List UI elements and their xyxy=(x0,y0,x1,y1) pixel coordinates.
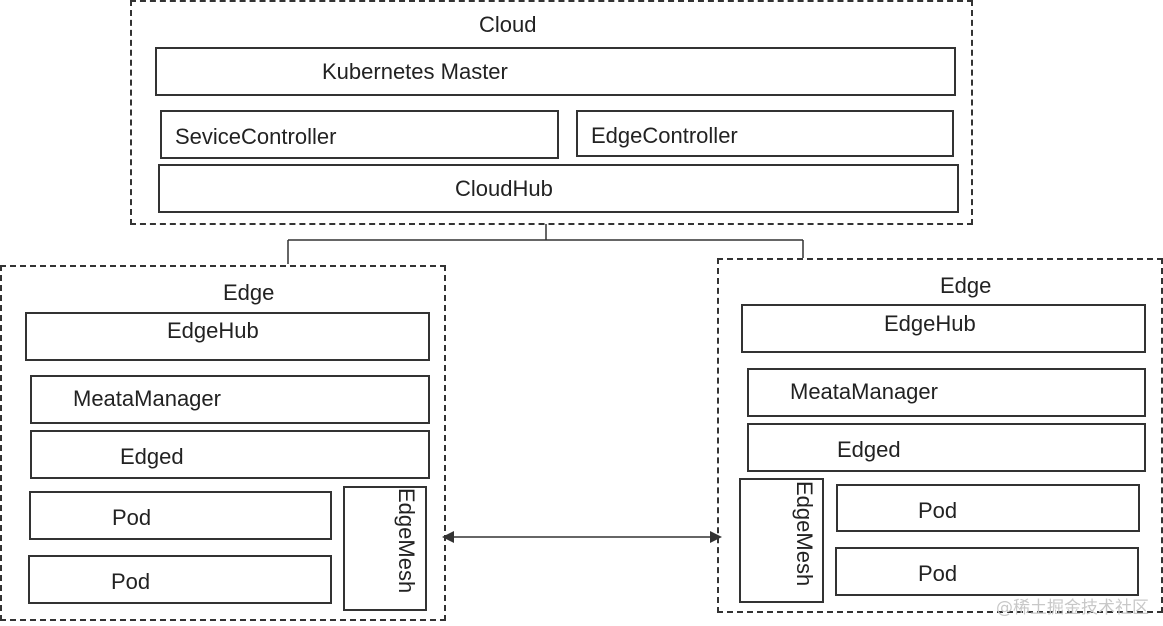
mesh-link-arrow-right xyxy=(710,531,722,543)
edge-right-edgehub-label: EdgeHub xyxy=(884,311,976,336)
edge-right-edgemesh-label: EdgeMesh xyxy=(792,481,817,587)
cloud-hub-box xyxy=(158,164,959,213)
edge-left-edgehub-box xyxy=(25,312,430,361)
edge-controller-label: EdgeController xyxy=(591,123,738,148)
edge-right-edgemesh-box xyxy=(739,478,824,603)
edge-left-edgemesh-box xyxy=(343,486,427,611)
service-controller-box xyxy=(160,110,559,159)
service-controller-label: SeviceController xyxy=(175,124,337,149)
edge-right-metamanager-box xyxy=(747,368,1146,417)
edge-left-edged-label: Edged xyxy=(120,444,184,469)
edge-left-pod-label-1: Pod xyxy=(112,505,152,530)
mesh-link-arrow-left xyxy=(442,531,454,543)
edge-left-edgemesh-label: EdgeMesh xyxy=(394,488,419,594)
edge-left-metamanager-box xyxy=(30,375,430,424)
edge-left-edgehub-label: EdgeHub xyxy=(167,318,259,343)
edge-region-left xyxy=(0,265,446,621)
edge-right-metamanager-label: MeataManager xyxy=(790,379,938,404)
edge-region-right xyxy=(717,258,1163,613)
edge-right-pod-label-1: Pod xyxy=(918,498,958,523)
edge-left-metamanager-label: MeataManager xyxy=(73,386,221,411)
edge-left-pod-label-2: Pod xyxy=(111,569,151,594)
cloud-title: Cloud xyxy=(479,12,537,37)
edge-right-pod-box-1 xyxy=(836,484,1140,532)
kubernetes-master-label: Kubernetes Master xyxy=(322,59,508,84)
edge-right-title: Edge xyxy=(940,273,992,298)
watermark-text: @稀土掘金技术社区 xyxy=(996,598,1149,618)
edge-right-edged-box xyxy=(747,423,1146,472)
edge-left-pod-box-1 xyxy=(29,491,332,540)
edge-left-edged-box xyxy=(30,430,430,479)
cloud-hub-label: CloudHub xyxy=(455,176,553,201)
edge-controller-box xyxy=(576,110,954,157)
kubernetes-master-box xyxy=(155,47,956,96)
edge-left-title: Edge xyxy=(223,280,275,305)
edge-left-pod-box-2 xyxy=(28,555,332,604)
edge-right-edgehub-box xyxy=(741,304,1146,353)
cloud-region xyxy=(130,0,973,225)
edge-right-pod-box-2 xyxy=(835,547,1139,596)
edge-right-pod-label-2: Pod xyxy=(918,561,958,586)
edge-right-edged-label: Edged xyxy=(837,437,901,462)
